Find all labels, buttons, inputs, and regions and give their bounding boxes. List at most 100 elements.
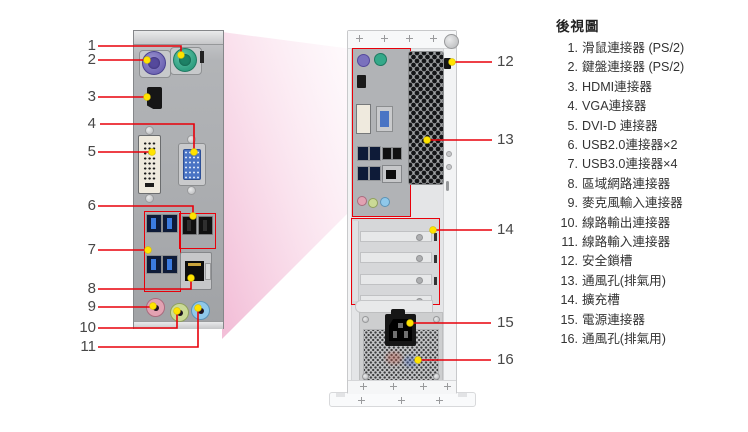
- line-out-jack-hole: [177, 310, 183, 316]
- security-lock-slot: [444, 58, 451, 69]
- hdmi-port: [147, 87, 162, 109]
- thumbscrew: [444, 34, 459, 49]
- legend-item: 3. HDMI連接器: [556, 78, 748, 97]
- callout-number-5: 5: [87, 143, 96, 160]
- legend-item-label: 通風孔(排氣用): [582, 273, 666, 288]
- usb2-tongue: [203, 220, 207, 231]
- vga-screw: [187, 186, 196, 195]
- panel-top-flange: [134, 31, 223, 45]
- slot-screw: [416, 234, 423, 241]
- vent-color-glint: [386, 352, 402, 364]
- mini-usb3-port: [369, 166, 381, 181]
- power-pin: [404, 331, 408, 338]
- case-screw: [390, 383, 397, 390]
- callout-number-14: 14: [497, 221, 514, 238]
- mini-ps2-mouse-port: [374, 53, 387, 66]
- mini-vga-port: [376, 106, 393, 132]
- mini-dvi-port: [356, 104, 371, 134]
- lan-latch: [205, 263, 211, 280]
- usb3-tongue: [151, 218, 156, 229]
- mini-hdmi-port: [357, 75, 366, 88]
- base-notch: [336, 393, 345, 397]
- legend-item: 7. USB3.0連接器×4: [556, 155, 748, 174]
- mic-jack-hole: [153, 305, 159, 311]
- legend-item-num: 6.: [567, 138, 578, 153]
- legend-item: 8.區域網路連接器: [556, 175, 748, 194]
- rim-hole: [446, 151, 452, 157]
- io-area-highlight-box: [352, 48, 411, 217]
- power-pin: [393, 331, 397, 338]
- ps2-mouse-pinfield: [179, 54, 191, 66]
- usb3-port: [162, 255, 178, 274]
- mini-usb2-port: [382, 147, 392, 160]
- legend-item-label: HDMI連接器: [582, 79, 652, 94]
- mini-ps2-keyboard-port: [357, 54, 370, 67]
- legend-item-num: 4.: [567, 99, 578, 114]
- power-inlet-face: [389, 319, 412, 341]
- legend-item: 12.安全鎖槽: [556, 252, 748, 271]
- legend-item: 4.VGA連接器: [556, 97, 748, 116]
- callout-number-6: 6: [87, 197, 96, 214]
- line-in-jack-hole: [198, 308, 204, 314]
- usb2-tongue: [187, 220, 191, 231]
- mini-line-in-jack: [380, 197, 390, 207]
- legend-item: 11.線路輸入連接器: [556, 233, 748, 252]
- psu-screw: [362, 373, 369, 380]
- legend-item-num: 7.: [567, 157, 578, 172]
- dvi-screw: [145, 194, 154, 203]
- bracket-vent-slot: [434, 233, 437, 241]
- ps2-mouse-port: [173, 48, 197, 72]
- case-screw: [406, 35, 413, 42]
- lan-opening: [185, 261, 204, 281]
- exhaust-vent: [408, 51, 444, 185]
- power-connector: [385, 314, 416, 346]
- legend-item: 16.通風孔(排氣用): [556, 330, 748, 349]
- mini-lan-port: [382, 165, 402, 183]
- mini-mic-jack: [357, 196, 367, 206]
- dvi-screw: [145, 126, 154, 135]
- slot-screw: [416, 255, 423, 262]
- lan-contacts: [188, 263, 201, 266]
- callout-number-4: 4: [87, 115, 96, 132]
- usb2-port: [198, 216, 213, 235]
- legend-item: 1.滑鼠連接器 (PS/2): [556, 39, 748, 58]
- legend-item: 13.通風孔(排氣用): [556, 272, 748, 291]
- expansion-left-rail: [353, 221, 359, 301]
- legend-item: 2.鍵盤連接器 (PS/2): [556, 58, 748, 77]
- vent-color-glint: [404, 356, 418, 367]
- legend-item: 9.麥克風輸入連接器: [556, 194, 748, 213]
- io-panel-closeup: [133, 30, 224, 329]
- callout-number-11: 11: [80, 338, 96, 355]
- legend-item-label: USB3.0連接器×4: [582, 157, 678, 172]
- legend-item: 14.擴充槽: [556, 291, 748, 310]
- legend: 後視圖 1.滑鼠連接器 (PS/2) 2.鍵盤連接器 (PS/2) 3.HDMI…: [556, 15, 748, 350]
- callout-number-15: 15: [497, 314, 514, 331]
- expansion-slot-cover: [360, 231, 432, 242]
- panel-bottom-flange: [134, 321, 223, 329]
- power-connector-tab: [391, 309, 405, 315]
- legend-item: 10.線路輸出連接器: [556, 214, 748, 233]
- usb2-port: [182, 216, 197, 235]
- bracket-tab: [200, 51, 204, 63]
- legend-item-num: 3.: [567, 79, 578, 94]
- mini-line-out-jack: [368, 198, 378, 208]
- base-notch: [458, 393, 467, 397]
- mic-jack: [146, 298, 165, 317]
- legend-item-num: 10.: [560, 215, 578, 230]
- expansion-slot-cover: [360, 274, 432, 285]
- rim-slot: [446, 181, 449, 191]
- legend-item: 15.電源連接器: [556, 311, 748, 330]
- mini-usb3-port: [369, 146, 381, 161]
- base-screw: [436, 397, 443, 404]
- usb3-tongue: [151, 259, 156, 270]
- callout-number-13: 13: [497, 131, 514, 148]
- legend-item-num: 8.: [567, 176, 578, 191]
- bracket-vent-slot: [434, 255, 437, 263]
- case-screw: [430, 35, 437, 42]
- mini-vga-pin-block: [380, 111, 389, 127]
- legend-item-label: USB2.0連接器×2: [582, 138, 678, 153]
- callout-number-1: 1: [87, 37, 96, 54]
- case-screw: [444, 383, 451, 390]
- dvi-port: [138, 135, 161, 194]
- usb3-tongue: [167, 259, 172, 270]
